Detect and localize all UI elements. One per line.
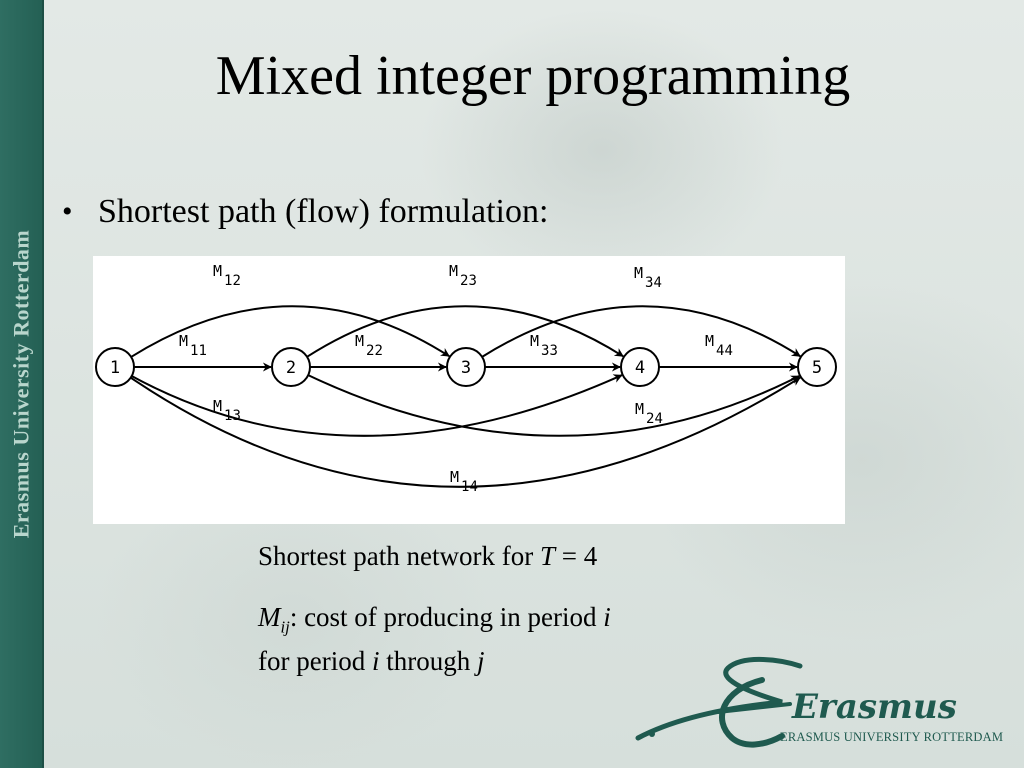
node-2: 2 [271, 347, 311, 387]
logo-script-text: Erasmus [791, 687, 957, 727]
definition-var-i: i [603, 602, 611, 632]
node-label-1: 1 [110, 358, 120, 378]
edge-label-1-4: M13 [213, 397, 241, 424]
edge-label-1-3: M12 [213, 262, 241, 289]
definition-var-j: j [476, 646, 485, 677]
edge-label-3-4: M33 [530, 332, 558, 359]
edge-label-1-5: M14 [450, 468, 478, 495]
definition-var-i-2: i [371, 646, 380, 677]
edge-label-4-5: M44 [705, 332, 733, 359]
node-circle-2 [271, 347, 311, 387]
edge-1-4 [131, 374, 623, 437]
edge-label-3-5: M34 [634, 264, 662, 291]
caption-prefix: Shortest path network for [258, 541, 540, 571]
node-label-3: 3 [461, 358, 471, 378]
diagram-caption: Shortest path network for T = 4 [258, 538, 597, 574]
bullet-dot: • [62, 195, 73, 228]
edge-2-5 [307, 374, 800, 437]
slide-title: Mixed integer programming [215, 45, 851, 107]
edge-1-3 [130, 305, 450, 358]
node-1: 1 [95, 347, 135, 387]
caption-suffix: = 4 [554, 541, 598, 571]
logo-e-bar [716, 702, 792, 714]
definition-subscript: ij [280, 617, 290, 637]
definition-text-1: : cost of producing in period [289, 602, 604, 632]
sidebar-text: Erasmus University Rotterdam [8, 229, 33, 539]
edge-1-5 [130, 376, 801, 488]
definition-line-2: for period i through j [258, 644, 611, 678]
edge-label-2-4: M23 [449, 262, 477, 289]
logo-caption: ERASMUS UNIVERSITY ROTTERDAM [780, 730, 1004, 744]
sidebar-band: Erasmus University Rotterdam [0, 0, 44, 768]
bullet-text: Shortest path (flow) formulation: [98, 193, 549, 230]
edge-label-2-5: M24 [635, 400, 663, 427]
node-label-4: 4 [635, 358, 645, 378]
node-3: 3 [446, 347, 486, 387]
definition-line-1: Mij: cost of producing in period i [258, 600, 611, 644]
erasmus-logo: Erasmus [635, 656, 957, 748]
edge-label-1-2: M11 [179, 332, 207, 359]
bullet-item: • Shortest path (flow) formulation: [62, 190, 548, 234]
node-4: 4 [620, 347, 660, 387]
node-circle-3 [446, 347, 486, 387]
edge-label-2-3: M22 [355, 332, 383, 359]
edge-3-5 [481, 305, 801, 358]
edge-2-4 [306, 305, 624, 358]
node-5: 5 [797, 347, 837, 387]
definition-text-2: for period [258, 646, 372, 677]
definition-text-3: through [379, 646, 477, 677]
caption-variable: T [539, 541, 555, 571]
cost-definition: Mij: cost of producing in period i for p… [258, 600, 611, 678]
definition-symbol: M [258, 602, 281, 632]
node-circle-1 [95, 347, 135, 387]
node-label-2: 2 [286, 358, 296, 378]
logo-swoosh [635, 656, 803, 741]
node-circle-5 [797, 347, 837, 387]
node-circle-4 [620, 347, 660, 387]
node-label-5: 5 [812, 358, 822, 378]
logo-e-stroke [719, 677, 785, 748]
logo-dot [649, 731, 655, 737]
sidebar-university-name: Erasmus University Rotterdam [0, 0, 42, 768]
